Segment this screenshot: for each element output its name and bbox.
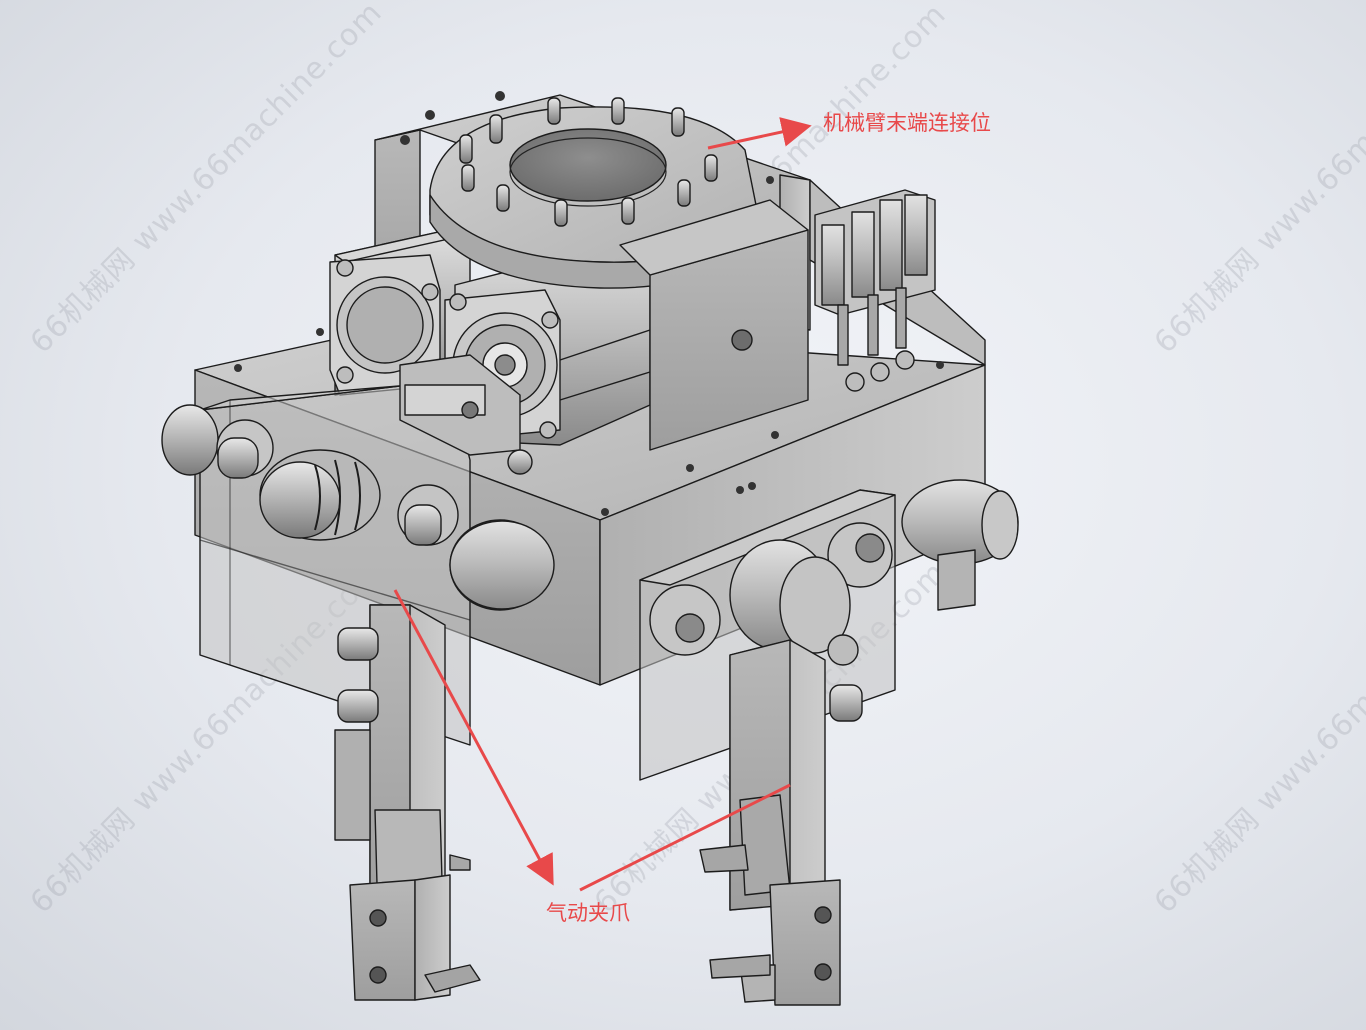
arrow-to-right-finger: [579, 783, 791, 892]
right-gripper-housing: [639, 479, 1019, 781]
label-pneumatic-gripper: 气动夹爪: [546, 901, 630, 925]
label-robot-arm-mount: 机械臂末端连接位: [823, 111, 991, 135]
left-gripper-finger: [334, 604, 481, 1001]
left-gripper-housing: [161, 354, 551, 746]
right-small-cylinders: [814, 189, 936, 392]
right-gripper-finger: [699, 639, 841, 1006]
arrow-to-left-finger: [393, 589, 554, 886]
right-side-pin: [449, 520, 555, 610]
arrow-to-mount: [707, 117, 812, 150]
center-block-top: [619, 199, 809, 276]
